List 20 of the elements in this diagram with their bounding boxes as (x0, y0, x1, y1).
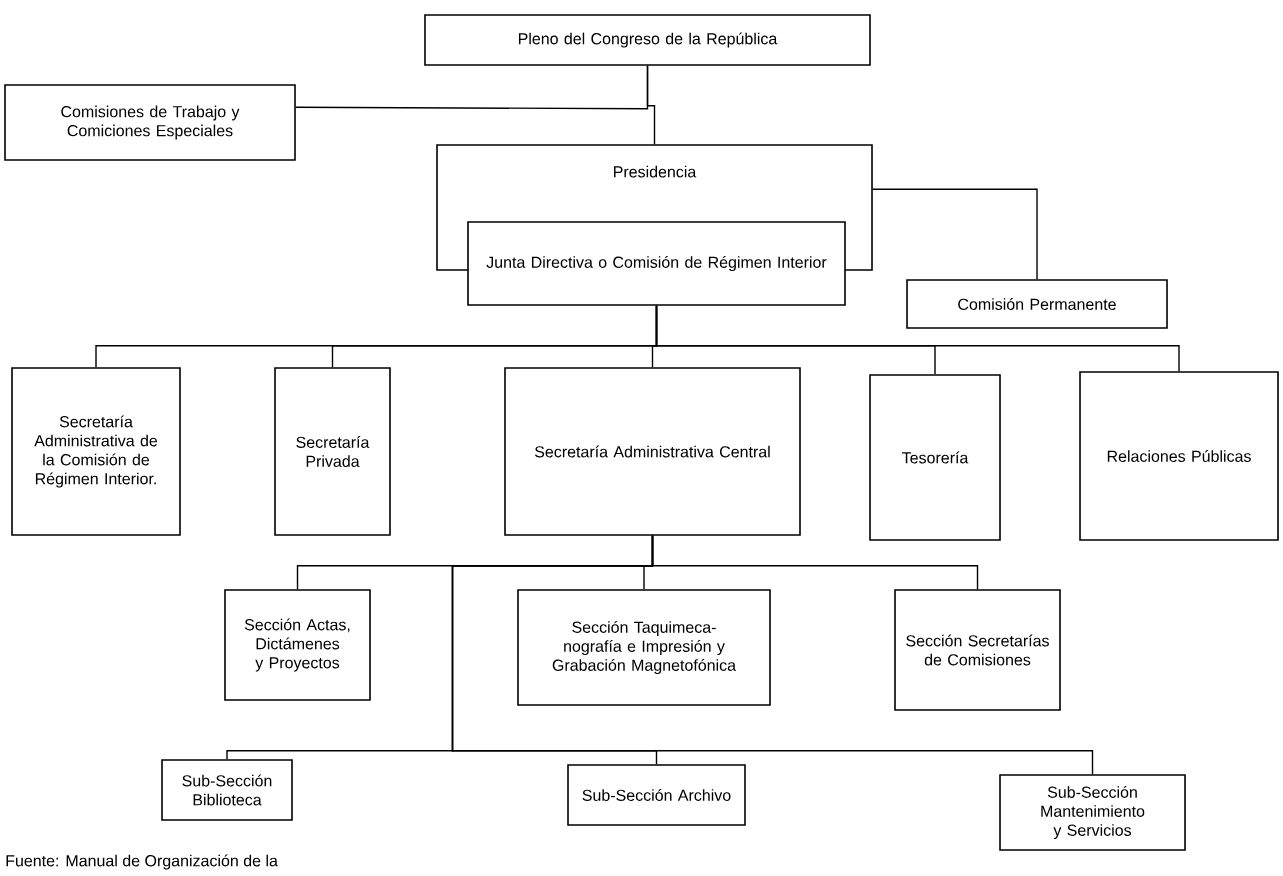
org-box: Sección Actas, Dictámenes y Proyectos (224, 589, 371, 701)
org-box: Comisiones de Trabajo y Comiciones Especiales (4, 84, 296, 161)
connector-line (451, 535, 1094, 775)
connector-line (872, 188, 1038, 280)
org-box: Comisión Permanente (906, 279, 1168, 329)
org-box: Secretaría Privada (274, 367, 391, 536)
org-box: Sección Taquimeca-nografía e Impresión y Grabación Magnetofónica (517, 589, 771, 706)
org-box: Secretaría Administrativa de la Comisión de Régimen Interior. (11, 367, 181, 536)
org-box: Sección Secretarías de Comisiones (894, 589, 1061, 711)
org-box: Tesorería (869, 374, 1001, 541)
org-box: Sub-Sección Archivo (567, 764, 746, 826)
org-box: Relaciones Públicas (1079, 371, 1279, 541)
caption: Fuente: Manual de Organización de la (6, 854, 278, 870)
org-box: Sub-Sección Mantenimiento y Servicios (999, 774, 1186, 851)
org-box: Junta Directiva o Comisión de Régimen Interior (467, 221, 846, 306)
connector-line (655, 305, 1180, 372)
org-box: Sub-Sección Biblioteca (161, 759, 293, 821)
org-box: Secretaría Administrativa Central (504, 367, 801, 536)
connector-line (295, 65, 649, 110)
org-box: Pleno del Congreso de la República (424, 14, 871, 66)
